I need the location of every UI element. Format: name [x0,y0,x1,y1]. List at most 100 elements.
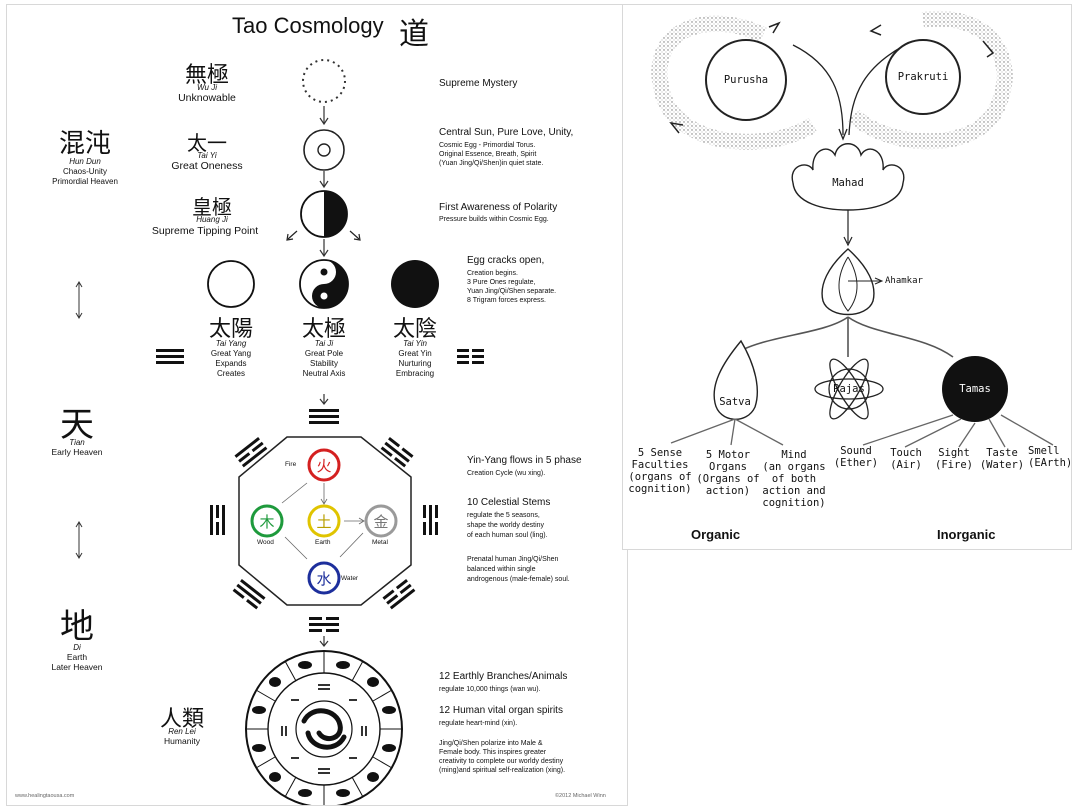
taiyi-description-line: Original Essence, Breath, Spirit [439,151,537,158]
branches-description-line: regulate 10,000 things (wan wu). [439,686,541,693]
organic-label: Organic [691,527,741,542]
taiyang-line: Great Yang [210,349,252,358]
inorganic-item-line: Sound [840,445,872,457]
prakruti-label: Prakruti [897,71,949,83]
inorganic-item-line: Touch [890,447,922,459]
hundun-english-1: Chaos-Unity [62,167,107,176]
polarize-description-line: Jing/Qi/Shen polarize into Male & [439,740,543,747]
organic-item-line: (Organs of [696,473,760,485]
metal-glyph: 金 [373,513,389,531]
organic-item-line: Organs [709,461,747,473]
inorganic-item-taste: Taste (Water) [975,447,1029,471]
egg-description-line: Creation begins. [467,270,518,277]
egg-description-line: 8 Trigram forces express. [467,297,546,304]
metal-label: Metal [372,539,388,546]
organic-item-line: of both [771,473,817,485]
prenatal-description-line: balanced within single [467,566,536,573]
egg-description-line: Yuan Jing/Qi/Shen separate. [467,288,557,295]
inorganic-item-touch: Touch (Air) [881,447,931,471]
wood-element-circle [250,504,284,538]
organic-item-motor-organs: 5 Motor Organs (Organs of action) [693,449,763,497]
taiji-pinyin: Tai Ji [314,339,334,348]
tamas-circle [942,356,1008,422]
fire-element-circle [307,448,341,482]
earth-element-circle [307,504,341,538]
prenatal-description-line: androgenous (male-female) soul. [467,576,570,583]
tamas-label: Tamas [959,383,991,395]
ahamkar-label: Ahamkar [885,276,923,286]
taiyin-circle [391,260,439,308]
organic-item-line: action and [762,485,826,497]
page-title: Tao Cosmology [232,13,384,38]
prakruti-circle [885,39,961,115]
inorganic-item-line: (Air) [890,459,922,471]
rajas-atom [814,358,884,420]
samkhya-panel: Purusha Prakruti Mahad Ahamkar Satva Raj… [622,4,1072,550]
huangji-chinese: 皇極 [192,195,232,219]
inorganic-item-line: Taste [986,447,1018,459]
taiji-line: Stability [309,359,338,368]
inorganic-item-smell: Smell (EArth) [1028,445,1070,469]
inorganic-item-line: (Ether) [833,457,879,469]
taiyang-line: Expands [215,359,247,368]
organ-trigram-marks [281,684,367,774]
taiyang-circle [207,260,255,308]
stems-description-heading: 10 Celestial Stems [467,497,551,508]
inorganic-item-line: Sight [938,447,970,459]
water-element-circle [307,561,341,595]
inorganic-item-line: Smell [1028,445,1060,457]
taiyin-line: Great Yin [398,349,432,358]
organic-item-line: (an organs [762,461,826,473]
purusha-swirl [651,15,818,150]
renlei-chinese: 人類 [159,707,204,732]
mahad-label: Mahad [832,177,864,189]
wuji-dotted-circle [302,59,346,103]
trigram-qian-left [156,349,184,364]
taiyin-line: Embracing [395,369,435,378]
prenatal-description-line: Prenatal human Jing/Qi/Shen [467,556,559,563]
inorganic-item-line: (Fire) [935,459,973,471]
mahad-lotus [791,143,905,211]
purusha-circle [705,39,787,121]
organic-item-line: action) [705,485,751,497]
zodiac-animal-silhouettes [252,661,396,797]
fire-label: Fire [285,461,297,468]
inorganic-item-line: (EArth) [1028,457,1070,469]
center-dragon-yinyang [301,708,347,750]
tao-glyph: 道 [399,17,429,52]
taiyang-line: Creates [216,369,245,378]
egg-description-heading: Egg cracks open, [467,255,545,266]
trigram-kun-right [457,349,484,364]
hundun-english-2: Primordial Heaven [52,177,118,186]
organic-item-sense-faculties: 5 Sense Faculties (organs of cognition) [627,447,693,495]
di-chinese: 地 [60,607,94,647]
trigrams-around-octagon [210,437,438,610]
wuji-description: Supreme Mystery [439,78,518,89]
egg-description-line: 3 Pure Ones regulate, [467,279,536,286]
wood-label: Wood [257,539,274,546]
huangji-description-line: Pressure builds within Cosmic Egg. [439,216,549,223]
inorganic-item-line: (Water) [979,459,1025,471]
inorganic-item-sound: Sound (Ether) [829,445,883,469]
trigram-bottom [309,617,339,632]
satva-label: Satva [719,396,751,408]
purusha-label: Purusha [723,74,769,86]
taiyang-pinyin: Tai Yang [215,339,247,348]
stems-description-line: of each human soul (ling). [467,532,548,539]
taiyin-pinyin: Tai Yin [403,339,427,348]
inorganic-item-sight: Sight (Fire) [929,447,979,471]
renlei-english: Humanity [164,736,200,746]
samkhya-diagram-graphics [651,10,1054,448]
organic-item-line: 5 Sense [637,447,683,459]
tian-pinyin: Tian [69,438,85,447]
organic-item-line: Faculties [631,459,689,471]
wuji-english: Unknowable [178,92,236,104]
huangji-description-heading: First Awareness of Polarity [439,202,558,213]
di-english-2: Later Heaven [51,662,103,672]
taiyi-english: Great Oneness [171,160,243,172]
polarize-description-line: Female body. This inspires greater [439,749,547,756]
taiyi-chinese: 太一 [187,131,227,155]
tao-cosmology-panel: Tao Cosmology 道 無極 Wu Ji Unknowable Supr… [6,4,628,806]
stems-description-line: shape the worldy destiny [467,522,545,529]
taiyang-chinese: 太陽 [208,317,253,342]
